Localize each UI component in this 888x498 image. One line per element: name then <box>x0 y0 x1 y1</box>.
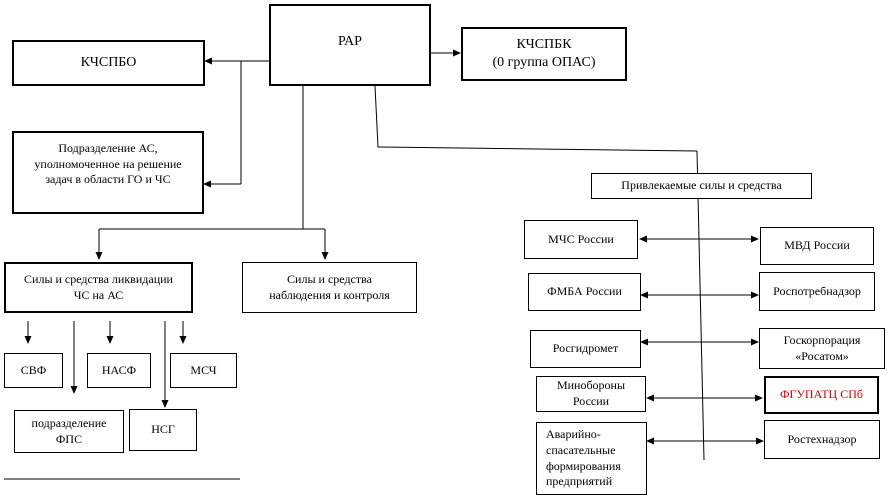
node-rar: РАР <box>269 4 431 86</box>
node-mchs: МЧС России <box>524 220 638 259</box>
node-podrazdelenie-fps-label: подразделение ФПС <box>31 415 107 446</box>
connector-vertical-spine <box>696 150 705 461</box>
node-svf: СВФ <box>4 353 63 388</box>
node-msch: МСЧ <box>170 353 237 388</box>
node-nsg-label: НСГ <box>151 422 175 437</box>
node-nasf-label: НАСФ <box>101 362 137 377</box>
node-privlekaemye-label: Привлекаемые силы и средства <box>621 178 782 193</box>
node-kchspbo: КЧСПБО <box>12 40 205 86</box>
node-sily-likvidacii-label: Силы и средства ликвидации ЧС на АС <box>24 271 173 302</box>
node-sily-nablyudeniya-label: Силы и средства наблюдения и контроля <box>269 271 390 302</box>
node-rar-label: РАР <box>338 33 362 49</box>
node-sily-nablyudeniya: Силы и средства наблюдения и контроля <box>242 262 417 313</box>
node-kchspbk-sublabel: (0 группа ОПАС) <box>492 55 596 70</box>
node-fmba-label: ФМБА России <box>547 284 622 299</box>
node-avariyno: Аварийно-спасательные формирования предп… <box>536 422 647 495</box>
node-fmba: ФМБА России <box>528 273 641 311</box>
node-fgupatc: ФГУПАТЦ СПб <box>764 376 879 414</box>
node-podrazdelenie-as: Подразделение АС, уполномоченное на реше… <box>12 131 204 214</box>
node-fgupatc-label: ФГУПАТЦ СПб <box>780 387 863 402</box>
node-mchs-label: МЧС России <box>548 231 614 246</box>
node-rosatom: Госкорпорация «Росатом» <box>759 328 885 369</box>
node-rostehnadzor-label: Ростехнадзор <box>787 431 857 446</box>
node-svf-label: СВФ <box>20 362 47 377</box>
node-rospotrebnadzor: Роспотребнадзор <box>759 272 875 311</box>
node-kchspbo-label: КЧСПБО <box>80 54 137 70</box>
node-rostehnadzor: Ростехнадзор <box>764 420 880 459</box>
node-rosatom-label: Госкорпорация «Росатом» <box>783 332 861 363</box>
node-msch-label: МСЧ <box>190 362 217 377</box>
node-kchspbk-label: КЧСПБК <box>516 36 572 52</box>
node-sily-likvidacii: Силы и средства ликвидации ЧС на АС <box>4 262 193 313</box>
node-avariyno-label: Аварийно-спасательные формирования предп… <box>546 427 621 489</box>
node-nsg: НСГ <box>129 409 197 451</box>
node-minoborony: Минобороны России <box>536 376 646 412</box>
node-kchspbk: КЧСПБК (0 группа ОПАС) <box>461 27 627 81</box>
connector-rar-privlekaemye <box>374 85 698 152</box>
node-podrazdelenie-as-label: Подразделение АС, уполномоченное на реше… <box>34 141 182 187</box>
node-rosgidromet-label: Росгидромет <box>552 341 619 356</box>
node-mvd-label: МВД России <box>784 238 850 253</box>
node-podrazdelenie-fps: подразделение ФПС <box>14 410 124 453</box>
node-privlekaemye: Привлекаемые силы и средства <box>591 173 812 199</box>
node-rospotrebnadzor-label: Роспотребнадзор <box>773 283 861 298</box>
node-rosgidromet: Росгидромет <box>530 330 641 368</box>
node-nasf: НАСФ <box>87 353 151 388</box>
node-mvd: МВД России <box>760 227 874 265</box>
node-minoborony-label: Минобороны России <box>556 378 626 408</box>
